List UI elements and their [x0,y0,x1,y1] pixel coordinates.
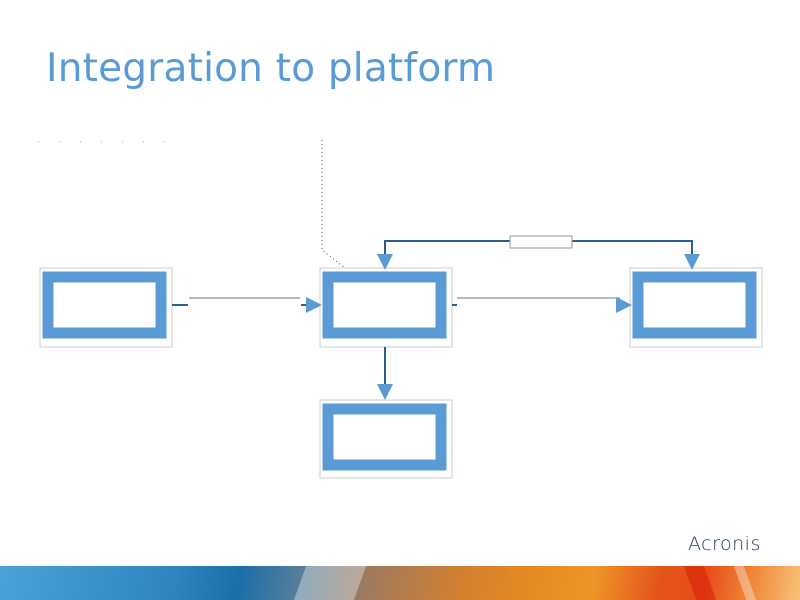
edge-left-to-center [172,297,322,313]
edge-center-to-right [452,297,632,313]
edge-top-route [377,235,700,270]
right-node[interactable] [629,267,763,348]
bottom-node[interactable] [319,399,453,479]
center-node[interactable] [319,267,453,348]
edge-label-box [509,235,573,249]
dotted-connector [321,140,346,269]
acronis-logo: Acronis [688,533,761,555]
footer-banner [0,566,800,600]
slide-title: Integration to platform [46,46,496,91]
left-node[interactable] [39,267,173,348]
